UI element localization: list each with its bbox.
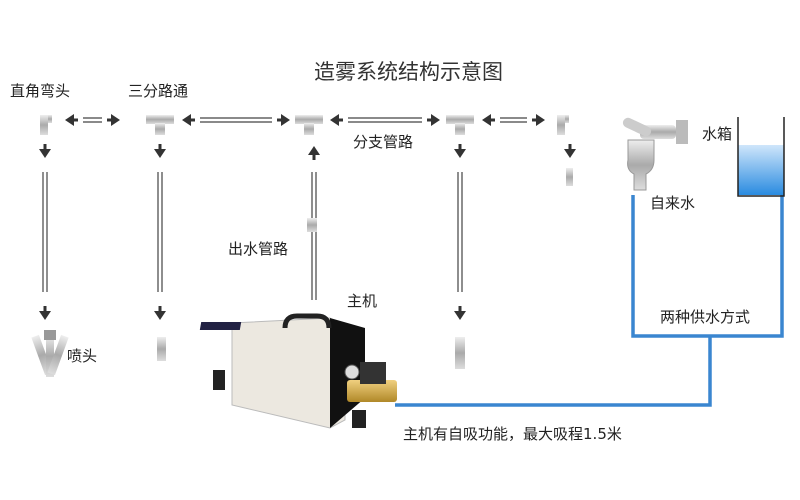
water-tank-icon [737,117,785,197]
label-tap-water: 自来水 [650,194,696,212]
tee-fitting-icon [295,115,323,124]
arrow-icon [454,311,466,320]
label-tee: 三分路通 [128,82,189,100]
arrow-icon [308,146,320,155]
arrow-icon [43,144,47,149]
tee-fitting-icon [446,115,474,124]
arrow-icon [564,149,576,158]
arrow-icon [532,118,536,122]
tee-fitting-icon [155,123,165,135]
arrow-icon [277,118,281,122]
arrow-icon [281,114,290,126]
arrow-icon [536,114,545,126]
arrow-icon [158,144,162,149]
faucet-icon [622,117,688,191]
pipe-connector-icon [307,218,317,232]
nozzle-cluster-icon [31,330,69,377]
arrow-icon [39,311,51,320]
arrow-icon [65,114,74,126]
tee-fitting-icon [455,123,465,135]
elbow-fitting-icon [40,115,48,135]
label-outlet-pipe: 出水管路 [228,240,289,258]
nozzle-icon [157,337,166,361]
label-nozzle: 喷头 [67,347,98,365]
arrow-icon [182,114,191,126]
tee-fitting-icon [304,123,314,135]
tee-fitting-icon [146,115,174,124]
label-water-tank: 水箱 [702,125,733,143]
arrow-icon [482,114,491,126]
arrow-icon [43,306,47,311]
label-branch-pipe: 分支管路 [353,133,414,151]
arrow-icon [39,149,51,158]
arrow-icon [107,118,111,122]
arrow-icon [111,114,120,126]
arrow-icon [458,144,462,149]
arrow-icon [458,306,462,311]
label-self-priming: 主机有自吸功能，最大吸程1.5米 [403,425,622,443]
arrow-icon [330,114,339,126]
arrow-icon [427,118,431,122]
diagram-title: 造雾系统结构示意图 [314,60,503,84]
arrow-icon [568,144,572,149]
main-unit-machine [199,313,397,429]
arrow-icon [431,114,440,126]
elbow-fitting-icon [557,115,565,135]
arrow-icon [491,118,495,122]
arrow-icon [158,306,162,311]
arrow-icon [74,118,78,122]
label-main-unit: 主机 [347,292,378,310]
arrow-icon [339,118,343,122]
nozzle-icon [566,168,573,186]
nozzle-icon [455,337,465,369]
arrow-icon [154,311,166,320]
label-supply-modes: 两种供水方式 [660,308,751,326]
arrow-icon [191,118,195,122]
arrow-icon [312,155,316,160]
water-supply-line [395,195,784,407]
arrow-icon [154,149,166,158]
arrow-icon [454,149,466,158]
label-elbow: 直角弯头 [10,82,71,100]
